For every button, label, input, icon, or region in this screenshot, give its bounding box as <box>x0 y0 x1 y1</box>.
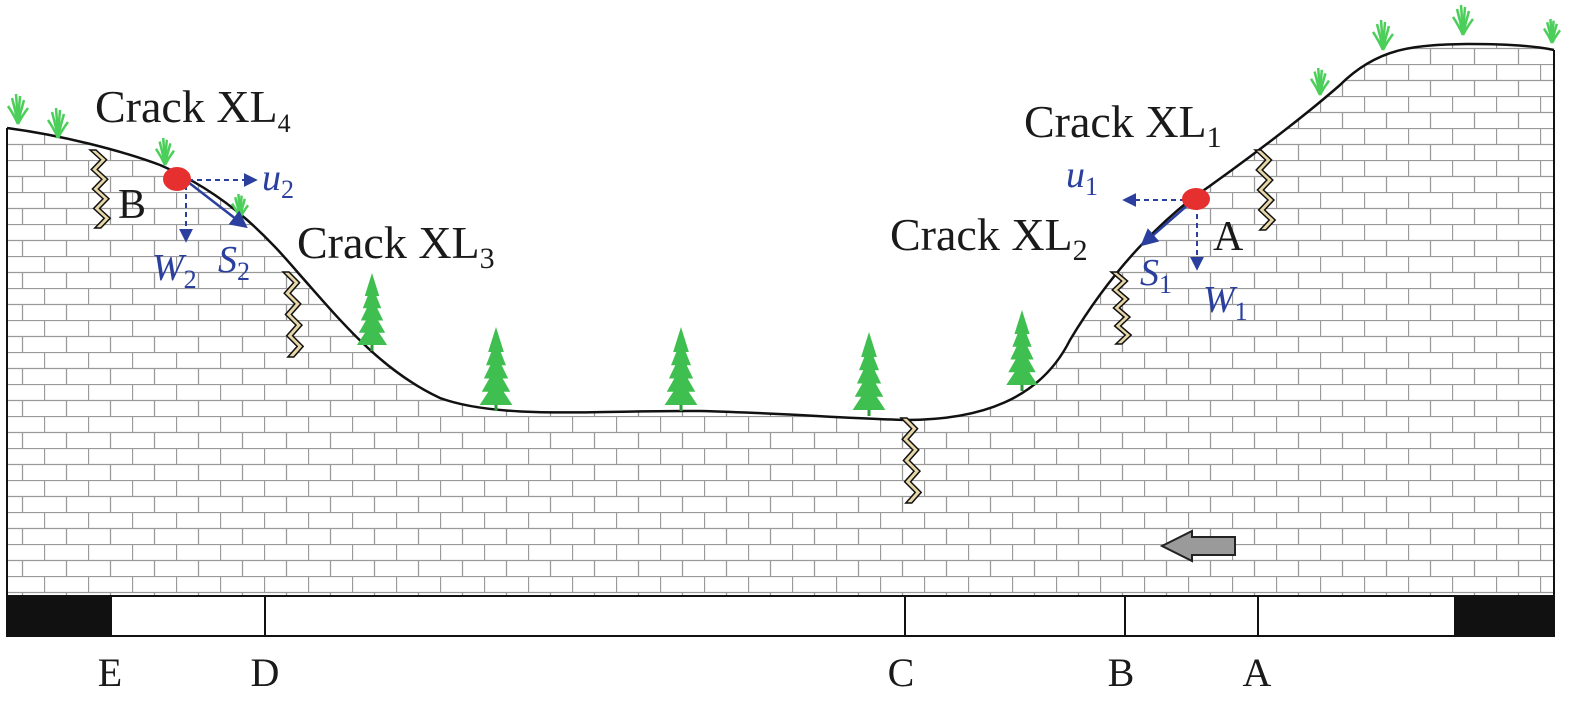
label-crack-xl3: Crack XL3 <box>297 217 495 275</box>
label-point-a-right: A <box>1213 214 1244 260</box>
crack-icon <box>899 417 923 504</box>
ground-surface-line <box>6 42 1555 422</box>
block-mass-right-dot <box>1182 188 1210 210</box>
block-mass-left-dot <box>163 167 191 191</box>
tree-icon <box>664 327 698 411</box>
tree-icon <box>1006 310 1038 391</box>
crack-icon <box>88 149 112 229</box>
flow-direction-arrow-icon <box>1159 529 1236 563</box>
label-vector-w2: W2 <box>152 247 197 294</box>
scale-bar: E D C B A <box>6 595 1555 695</box>
crack-icon <box>1108 271 1133 345</box>
block-mass-left <box>163 167 258 243</box>
crack-group <box>88 149 1277 504</box>
label-crack-xl2: Crack XL2 <box>890 209 1088 267</box>
ground-brick-fill <box>7 44 1554 596</box>
label-vector-w1: W1 <box>1203 279 1248 326</box>
block-mass-right <box>1122 188 1210 271</box>
scale-bar-frame <box>6 595 1555 637</box>
scale-label-c: C <box>888 650 915 695</box>
vector-s1-arrow <box>1140 202 1191 247</box>
label-vector-u2: u2 <box>262 157 294 204</box>
scale-label-d: D <box>251 650 280 695</box>
label-point-b-left: B <box>118 182 146 228</box>
label-crack-xl1: Crack XL1 <box>1024 96 1222 154</box>
grass-tuft-icon <box>154 137 176 166</box>
label-vector-u1: u1 <box>1066 154 1098 201</box>
grass-tuft-icon <box>6 93 30 125</box>
grass-tuft-icon <box>1542 18 1562 44</box>
scale-label-e: E <box>98 650 122 695</box>
label-vector-s2: S2 <box>218 239 250 286</box>
crack-icon <box>281 271 305 358</box>
label-vector-s1: S1 <box>1140 252 1172 299</box>
tree-icon <box>852 332 886 416</box>
scale-bar-block-right <box>1454 596 1554 636</box>
tree-icon <box>479 327 513 411</box>
scale-bar-block-left <box>7 596 112 636</box>
grass-tuft-icon <box>1451 4 1475 36</box>
crack-icon <box>1253 149 1277 231</box>
scale-label-a: A <box>1243 650 1272 695</box>
tree-group <box>356 273 1038 416</box>
scale-label-b: B <box>1108 650 1135 695</box>
grass-tuft-icon <box>1309 67 1331 96</box>
grass-tuft-icon <box>1371 19 1395 51</box>
vector-s2-arrow <box>187 181 248 229</box>
grass-group <box>6 4 1562 219</box>
tree-icon <box>356 273 388 351</box>
label-crack-xl4: Crack XL4 <box>95 81 291 138</box>
grass-tuft-icon <box>46 107 70 139</box>
